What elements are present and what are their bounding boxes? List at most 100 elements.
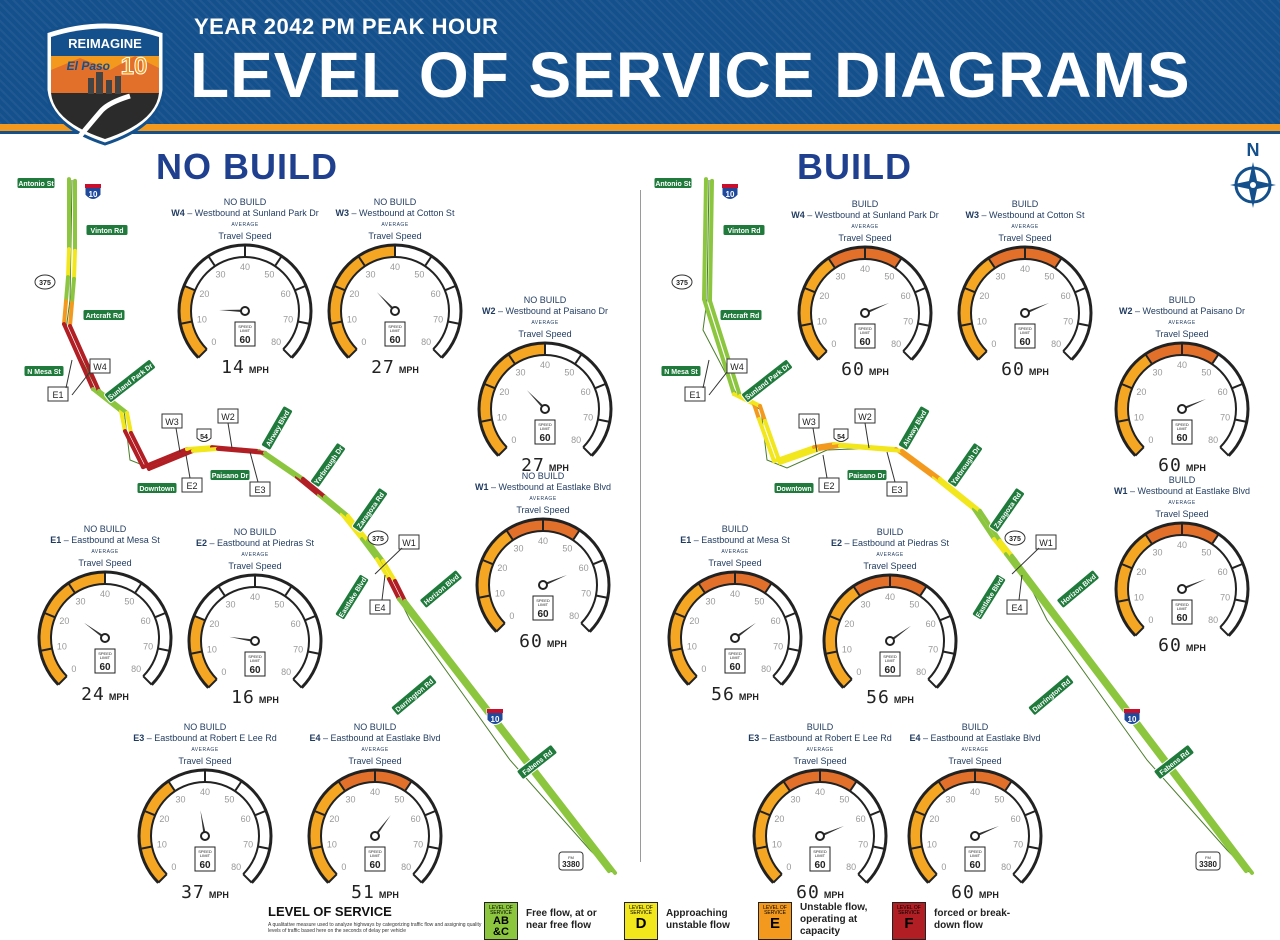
gauge-tick-label: 40: [200, 787, 210, 797]
speed-limit-sign-icon: [244, 651, 266, 677]
gauge-travel-label: Travel Speed: [218, 231, 272, 241]
gauge-tick: [597, 418, 610, 423]
gauge-station-id: E1: [680, 535, 692, 545]
gauge-tick: [1144, 353, 1153, 365]
gauge-tick-label: 10: [157, 840, 167, 850]
gauge-speed-value: 56: [866, 687, 890, 708]
speed-limit-top: SPEED: [968, 849, 982, 854]
legend-swatch-f: LEVEL OF SERVICE F: [892, 902, 926, 940]
gauge-location: W1 – Westbound at Eastlake Blvd: [438, 482, 648, 493]
gauge-tick: [481, 558, 494, 566]
gauge-tick-label: 70: [581, 589, 591, 599]
gauge-tick: [1211, 533, 1220, 545]
legend-label-line: capacity: [800, 926, 841, 937]
interstate-10-shield-icon: 10: [1123, 708, 1141, 725]
gauge-tick: [1004, 780, 1013, 792]
gauge-speed-unit: MPH: [546, 639, 567, 649]
street-sign: Darrington Rd: [1027, 674, 1075, 716]
speed-limit-sign-icon: [94, 648, 116, 674]
legend-box-caption: LEVEL OF SERVICE: [897, 905, 921, 916]
gauge-tick: [673, 611, 686, 619]
gauge-dash: –: [320, 733, 331, 743]
gauge-speed-value: 37: [181, 882, 205, 903]
corridor-segment: [129, 430, 151, 471]
station-leader-line: [249, 451, 259, 483]
gauge-tick: [197, 348, 208, 359]
gauge-speed-value: 14: [221, 357, 245, 378]
gauge-speed-unit: MPH: [738, 692, 759, 702]
speed-limit-sign-icon: [724, 648, 746, 674]
gauge-tick: [154, 611, 167, 619]
gauge-tick: [432, 348, 443, 359]
gauge-tick-label: 50: [994, 794, 1004, 804]
gauge-inner-arc: [490, 354, 600, 448]
speed-limit-sign-icon: [194, 846, 216, 872]
gauge-tick-label: 30: [366, 269, 376, 279]
gauge-station-id: E2: [195, 538, 207, 548]
gauge-speed-value: 60: [1001, 359, 1025, 380]
gauge-speed-unit: MPH: [108, 692, 129, 702]
logo-city-text: El Paso: [67, 59, 110, 73]
gauge-scenario: NO BUILD: [523, 295, 567, 305]
gauge-outer-arc: [1114, 341, 1250, 457]
gauge-tick: [1077, 322, 1090, 327]
gauge-tick-label: 70: [143, 642, 153, 652]
gauge-hub: [390, 306, 400, 316]
legend-label-line: Approaching: [666, 908, 728, 919]
gauge-tick-label: 0: [361, 337, 366, 347]
gauge-station-id: E2: [830, 538, 842, 548]
street-sign: Eastlake Blvd: [971, 573, 1007, 621]
gauge-dash: –: [691, 535, 702, 545]
gauge-tick-label: 30: [1153, 547, 1163, 557]
gauge-tick-label: 60: [1218, 387, 1228, 397]
speed-limit-value: 60: [814, 860, 826, 871]
speed-limit-mid: LIMIT: [730, 655, 741, 660]
gauge-outer-arc: [327, 243, 463, 359]
gauge-tick-label: 10: [1134, 593, 1144, 603]
gauge-description: Westbound at Sunland Park Dr: [814, 210, 939, 220]
gauge-travel-label: Travel Speed: [178, 756, 232, 766]
station-leader-line: [1011, 547, 1040, 575]
corridor-segment: [772, 445, 816, 464]
speed-limit-sign-icon: [532, 595, 554, 621]
gauge-tick: [330, 320, 343, 325]
gauge-tick: [1219, 446, 1230, 457]
gauge-tick-label: 80: [1208, 615, 1218, 625]
gauge-dash: –: [495, 306, 506, 316]
corridor-segment: [838, 443, 904, 453]
gauge-tick-label: 0: [701, 664, 706, 674]
gauge-tick-label: 10: [927, 840, 937, 850]
legend-grade: D: [635, 915, 647, 932]
gauge-tick: [857, 873, 868, 884]
build-title: BUILD: [797, 146, 912, 187]
speed-limit-sign-icon: [364, 846, 386, 872]
shield-number: 10: [1128, 715, 1137, 724]
station-leader-line: [227, 422, 233, 449]
gauge-tick-label: 40: [1177, 360, 1187, 370]
north-compass-icon: N: [1230, 140, 1276, 208]
speed-limit-value: 60: [239, 335, 251, 346]
station-leader-line: [886, 451, 896, 483]
street-sign-label: Sunland Park Dr: [107, 362, 154, 401]
speed-limit-mid: LIMIT: [1177, 606, 1188, 611]
legend-label-line: down flow: [934, 920, 983, 931]
speed-limit-mid: LIMIT: [860, 330, 871, 335]
gauge-tick: [852, 585, 861, 597]
corridor-segment: [393, 578, 407, 603]
gauge-tick: [43, 611, 56, 619]
shield-number: 375: [39, 280, 51, 287]
gauge-level-fill: [139, 781, 176, 883]
gauge-station-id: E3: [133, 733, 145, 743]
gauge-tick-label: 40: [100, 589, 110, 599]
station-leader-line: [374, 547, 403, 575]
